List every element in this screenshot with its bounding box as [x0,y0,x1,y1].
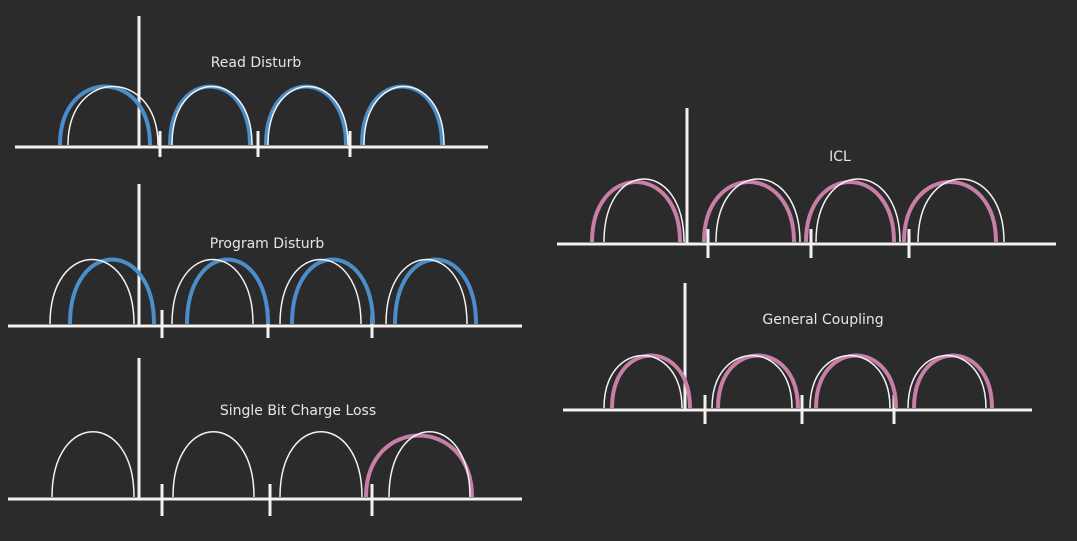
shifted-distribution [168,84,252,146]
shifted-distribution [804,180,896,243]
panel-general-coupling: General Coupling [563,283,1032,424]
reference-distribution [172,431,255,498]
panel-label: Single Bit Charge Loss [220,403,376,419]
reference-distribution [917,178,1005,243]
reference-distribution [171,258,254,325]
reference-distribution [388,431,471,498]
panel-label: Read Disturb [211,55,302,71]
reference-distribution [907,354,987,409]
reference-distribution [279,258,362,325]
panel-read-disturb: Read Disturb [15,16,488,157]
shifted-distribution [360,84,444,146]
shifted-distribution [364,433,474,498]
reference-distribution [279,431,363,498]
shifted-distribution [68,257,156,325]
shifted-distribution [264,84,348,146]
reference-distribution [67,85,159,146]
panel-icl: ICL [557,108,1056,258]
panel-single-bit-charge-loss: Single Bit Charge Loss [8,358,522,516]
reference-distribution [715,178,801,243]
reference-distribution [267,85,349,146]
panel-label: ICL [829,149,851,165]
shifted-distribution [590,180,682,243]
reference-distribution [809,354,891,409]
panel-label: Program Disturb [210,236,325,252]
shifted-distribution [185,257,270,325]
reference-distribution [49,258,135,325]
reference-distribution [171,85,253,146]
reference-distribution [603,178,685,243]
reference-distribution [603,354,683,409]
reference-distribution [51,431,135,498]
panel-label: General Coupling [762,312,883,328]
reference-distribution [815,178,901,243]
shifted-distribution [393,257,478,325]
reference-distribution [711,354,793,409]
shifted-distribution [902,180,998,243]
panel-program-disturb: Program Disturb [8,184,522,338]
shifted-distribution [290,257,375,325]
reference-distribution [385,258,468,325]
shifted-distribution [702,180,796,243]
reference-distribution [363,85,445,146]
